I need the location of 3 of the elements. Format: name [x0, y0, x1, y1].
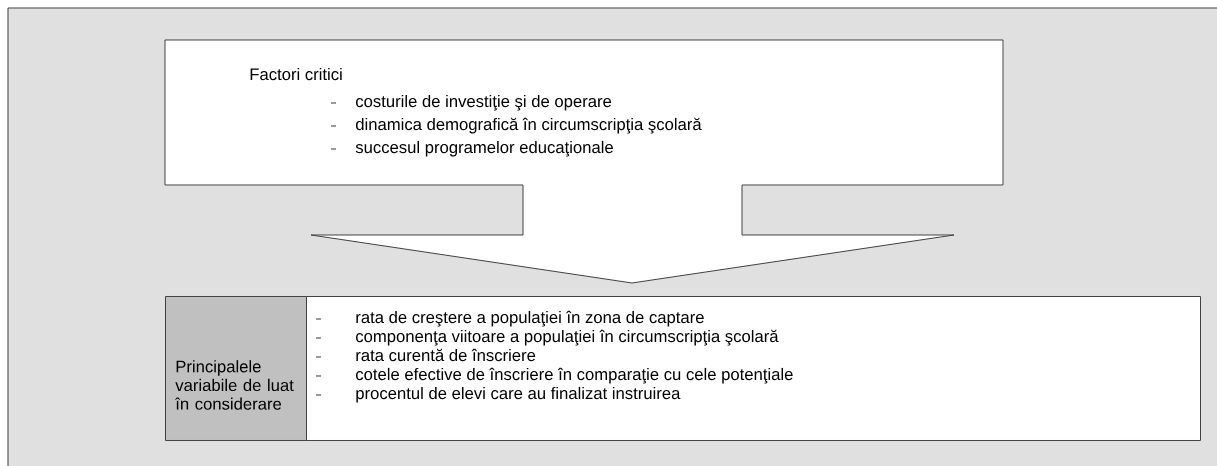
header-cell: Principalele variabile de luat în considerare	[165, 296, 307, 441]
callout-box: Factori critici costurile de investiţie şi de operare dinamica demografică în circumscripţia şcolară succesul programelor educaţionale	[164, 39, 1004, 284]
list-box: rata de creştere a populaţiei în zona de captare componenţa viitoare a populaţiei în circumscripţia şcolară rata curentă de înscriere cotele efective de înscriere în comparaţie cu cele potenţiale procentul de elevi care au finalizat instruirea	[306, 296, 1201, 441]
